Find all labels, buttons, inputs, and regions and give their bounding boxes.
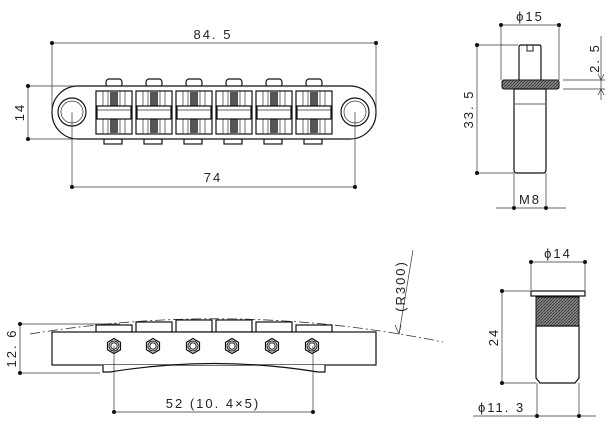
hex-nut	[304, 337, 320, 355]
post-stud-drawing	[501, 44, 560, 174]
saddle-side	[215, 319, 253, 333]
dim-label-phi15: ϕ15	[516, 9, 544, 24]
saddle-top	[295, 90, 333, 135]
saddle-top	[135, 90, 173, 135]
dimension-thread: M8	[496, 173, 566, 210]
saddle-screw-tail	[143, 138, 163, 145]
saddle-side	[175, 319, 213, 333]
saddle-side	[95, 324, 133, 333]
saddle-top	[95, 90, 133, 135]
dimension-height-14: 14	[12, 84, 75, 141]
bridge-body-outline	[51, 85, 377, 140]
dim-label-14: 14	[12, 103, 27, 121]
dimension-saddle-spacing: 52 (10. 4×5)	[112, 346, 315, 414]
saddle-screw-tail	[103, 138, 123, 145]
knurled-wheel	[501, 79, 560, 90]
dim-label-33-5: 33. 5	[461, 90, 476, 129]
dimension-post-length: 33. 5	[461, 43, 518, 175]
dimension-side-height: 12. 6	[4, 322, 120, 375]
dim-label-12-6: 12. 6	[4, 329, 19, 368]
saddle-top	[175, 90, 213, 135]
ferrule-drawing	[530, 290, 586, 384]
dim-label-74: 74	[204, 170, 222, 185]
dimension-wheel-thickness: 2. 5	[563, 36, 605, 100]
dim-label-phi14: ϕ14	[544, 246, 572, 261]
saddle-screw-tail	[223, 138, 243, 145]
hex-nut	[224, 337, 240, 355]
saddle-screw-tail	[303, 138, 323, 145]
dim-label-r300: (R300)	[393, 260, 408, 312]
dimension-ferrule-body: ϕ11. 3	[473, 383, 596, 418]
dim-label-m8: M8	[519, 192, 541, 207]
dimension-radius: (R300)	[393, 249, 414, 336]
saddle-screw-tail	[183, 138, 203, 145]
saddle-side	[255, 321, 293, 333]
saddle-side	[295, 324, 333, 333]
radius-arc	[29, 318, 444, 343]
dimension-post-spacing: 74	[70, 112, 357, 189]
ferrule-knurl	[535, 296, 580, 327]
saddle-screw-tail	[263, 138, 283, 145]
dim-label-24: 24	[486, 328, 501, 346]
dimension-post-diameter: ϕ15	[499, 9, 561, 80]
hex-nut	[185, 337, 201, 355]
saddle-side	[135, 321, 173, 333]
dimension-overall-length: 84. 5	[50, 27, 378, 110]
dim-label-84-5: 84. 5	[194, 27, 233, 42]
dim-label-52: 52 (10. 4×5)	[166, 396, 260, 411]
bridge-side-view	[29, 318, 444, 373]
dim-label-2-5: 2. 5	[587, 43, 602, 73]
hex-nut	[145, 337, 161, 355]
dimension-ferrule-flange: ϕ14	[529, 246, 587, 290]
dimension-ferrule-length: 24	[486, 289, 536, 385]
bridge-top-view	[51, 78, 377, 145]
saddle-top	[255, 90, 293, 135]
saddle-top	[215, 90, 253, 135]
dim-label-phi11-3: ϕ11. 3	[478, 400, 525, 415]
hex-nut	[264, 337, 280, 355]
